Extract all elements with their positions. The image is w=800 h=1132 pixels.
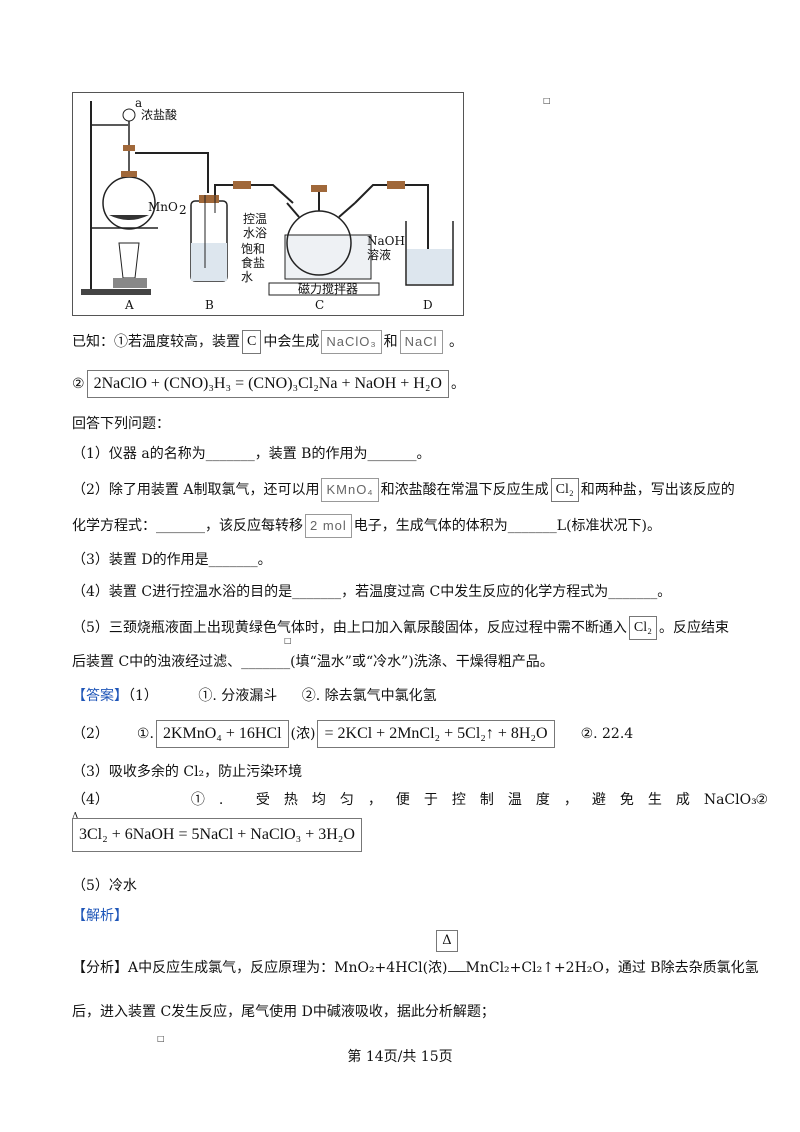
equation-naoh: 3Cl₂ + 6NaOH = 5NaCl + NaClO₃ + 3H₂O: [72, 818, 362, 852]
label-B: B: [205, 298, 214, 312]
label-stirrer: 磁力搅拌器: [298, 281, 358, 296]
apparatus-diagram: a 浓盐酸 MnO 2 控温 水浴 饱和 食盐 水 NaOH 溶液 磁力搅拌器 …: [81, 96, 454, 312]
delta-mark-1: Δ: [72, 812, 79, 822]
equation-kmno4-right: = 2KCl + 2MnCl₂ + 5Cl₂↑ + 8H₂O: [317, 720, 555, 748]
equation-cno: 2NaClO + (CNO)₃H₃ = (CNO)₃Cl₂Na + NaOH +…: [86, 370, 449, 398]
placeholder-square-icon-2: □: [284, 636, 292, 645]
questions-intro: 回答下列问题：: [72, 416, 170, 432]
apparatus-figure: a 浓盐酸 MnO 2 控温 水浴 饱和 食盐 水 NaOH 溶液 磁力搅拌器 …: [72, 92, 464, 316]
label-bath-1: 控温: [243, 212, 267, 226]
answer-line-1: 【答案】（1） ①. 分液漏斗 ②. 除去氯气中氯化氢: [72, 688, 437, 704]
label-naoh-2: 溶液: [367, 247, 391, 262]
box-cl2-b: Cl₂: [628, 616, 658, 640]
box-cl2: Cl₂: [550, 478, 579, 502]
label-a: a: [135, 96, 142, 110]
label-mno2: MnO: [148, 200, 178, 214]
box-nacl: NaCl: [399, 330, 443, 354]
equation-kmno4-left: 2KMnO₄ + 16HCl: [155, 720, 289, 748]
question-5-line-2: 后装置 C中的浊液经过滤、_______(填“温水”或“冷水”)洗涤、干燥得粗产…: [72, 654, 554, 670]
placeholder-square-icon-3: □: [157, 1034, 165, 1043]
question-1: （1）仪器 a的名称为_______，装置 B的作用为_______。: [72, 446, 431, 462]
answer-line-5: （5）冷水: [72, 878, 137, 894]
delta-mark-2: Δ: [436, 930, 458, 952]
label-brine-1: 饱和: [241, 241, 265, 256]
analysis-tag: 【解析】: [72, 908, 128, 924]
answer-line-2: （2）①.2KMnO₄ + 16HCl(浓)= 2KCl + 2MnCl₂ + …: [72, 720, 633, 748]
box-c: C: [242, 330, 262, 354]
label-hcl: 浓盐酸: [141, 107, 177, 122]
page-footer: 第 14页/共 15页: [347, 1049, 453, 1065]
answer-line-4: （4）①. 受热均匀，便于控制温度，避免生成NaClO₃ ②: [72, 792, 768, 808]
box-2mol: 2 mol: [305, 514, 352, 538]
answer-line-4-equation: 3Cl₂ + 6NaOH = 5NaCl + NaClO₃ + 3H₂O: [72, 818, 362, 852]
label-naoh-1: NaOH: [367, 234, 405, 248]
label-A: A: [124, 298, 134, 312]
label-mno2-sub: 2: [179, 203, 187, 217]
box-kmno4: KMnO₄: [321, 478, 379, 502]
placeholder-square-icon: □: [543, 96, 551, 105]
answer-line-3: （3）吸收多余的 Cl₂，防止污染环境: [72, 764, 303, 780]
analysis-line-1: 【分析】A中反应生成氯气，反应原理为：MnO₂+4HCl(浓)MnCl₂+Cl₂…: [72, 960, 759, 976]
label-C: C: [315, 298, 324, 312]
answer-tag: 【答案】: [72, 688, 128, 704]
question-4: （4）装置 C进行控温水浴的目的是_______，若温度过高 C中发生反应的化学…: [72, 584, 672, 600]
label-D: D: [423, 298, 433, 312]
box-naclo3: NaClO₃: [321, 330, 382, 354]
analysis-line-2: 后，进入装置 C发生反应，尾气使用 D中碱液吸收，据此分析解题；: [72, 1004, 495, 1020]
question-5-line-1: （5）三颈烧瓶液面上出现黄绿色气体时，由上口加入氰尿酸固体，反应过程中需不断通入…: [72, 616, 729, 640]
label-brine-2: 食盐: [241, 255, 265, 270]
label-brine-3: 水: [241, 270, 253, 284]
question-3: （3）装置 D的作用是_______。: [72, 552, 272, 568]
label-bath-2: 水浴: [243, 226, 267, 240]
